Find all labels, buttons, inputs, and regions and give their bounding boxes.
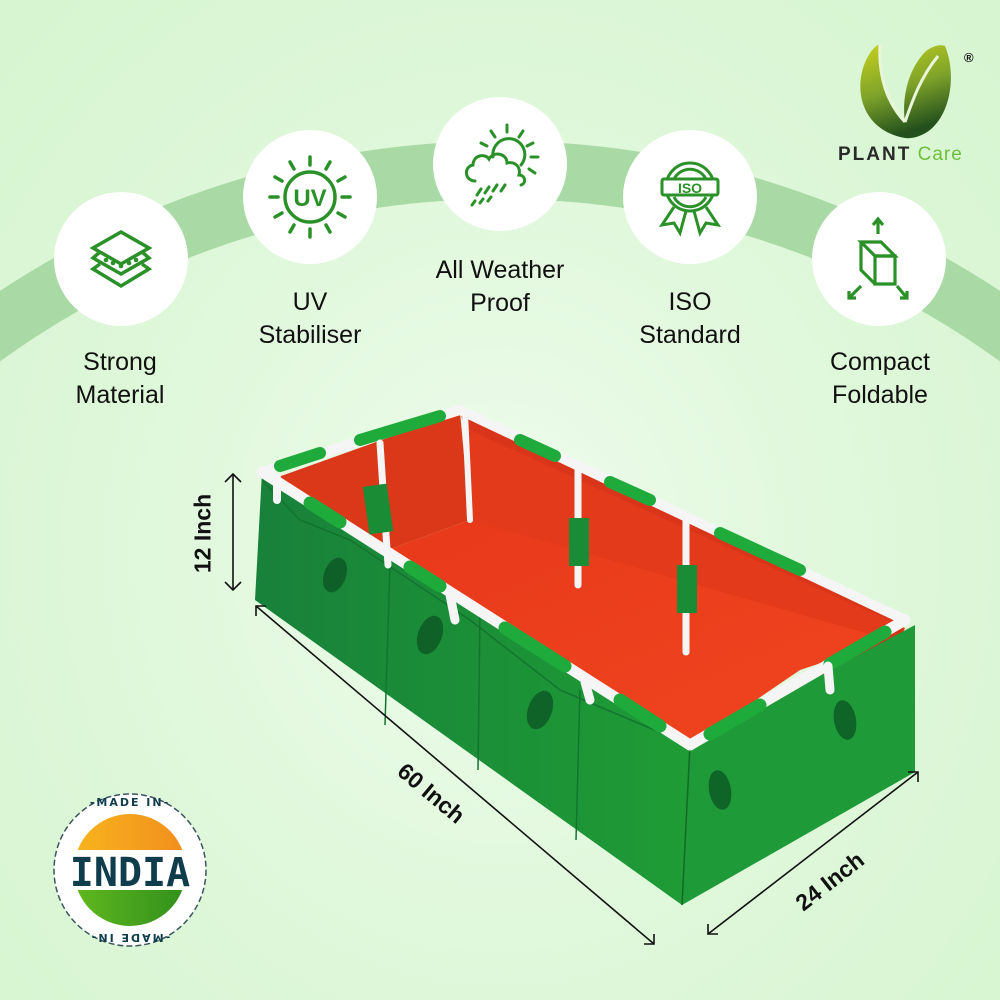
feature-label-strong-material: Strong Material (10, 346, 230, 412)
inner-floor (360, 520, 890, 745)
feature-label-line1: Strong (83, 348, 157, 376)
uv-sun-icon: UV (268, 155, 352, 239)
feature-label-line1: UV (292, 288, 328, 316)
feature-label-line2: Proof (470, 289, 530, 317)
svg-text:UV: UV (293, 185, 326, 212)
seal-main-text: INDIA (70, 850, 190, 896)
weather-icon (465, 123, 540, 207)
feature-label-line2: Foldable (832, 381, 928, 409)
made-in-india-badge: -MADE IN- INDIA -MADE IN- (50, 782, 210, 958)
feature-badge-compact-foldable (812, 192, 946, 326)
feature-label-line2: Material (75, 381, 165, 409)
feature-label-compact-foldable: Compact Foldable (770, 346, 990, 412)
registered-mark: ® (964, 50, 974, 65)
seal-bottom-text: -MADE IN- (90, 931, 170, 944)
feature-label-all-weather-proof: All Weather Proof (390, 254, 610, 320)
brand-logo: ® PLANT Care (838, 42, 988, 172)
feature-label-line1: Compact (829, 348, 931, 376)
seal-top-text: -MADE IN- (90, 796, 170, 809)
feature-label-iso-standard: ISO Standard (580, 286, 800, 352)
feature-label-line1: All Weather (435, 256, 565, 284)
feature-label-line2: Stabiliser (258, 321, 362, 349)
feature-badge-iso-standard: ISO (623, 130, 757, 264)
layers-icon (89, 229, 153, 289)
feature-badge-strong-material (54, 192, 188, 326)
svg-text:ISO: ISO (678, 180, 702, 196)
outer-wall-right (682, 625, 915, 905)
brand-name: PLANT Care (838, 144, 963, 166)
dimension-height-label: 12 Inch (189, 493, 216, 574)
feature-badge-all-weather-proof (433, 97, 567, 231)
feature-label-line2: Standard (639, 321, 741, 349)
feature-label-uv-stabiliser: UV Stabiliser (200, 286, 420, 352)
leaf-circle-icon (860, 43, 951, 139)
brand-name-part2: Care (917, 144, 963, 165)
iso-badge-icon: ISO (658, 161, 722, 237)
cube-expand-icon (847, 216, 909, 300)
outer-wall-front (255, 472, 690, 905)
feature-label-line1: ISO (668, 288, 712, 316)
brand-name-part1: PLANT (838, 144, 912, 165)
feature-badge-uv-stabiliser: UV (243, 130, 377, 264)
made-in-india-seal-icon: -MADE IN- INDIA -MADE IN- (53, 793, 207, 947)
